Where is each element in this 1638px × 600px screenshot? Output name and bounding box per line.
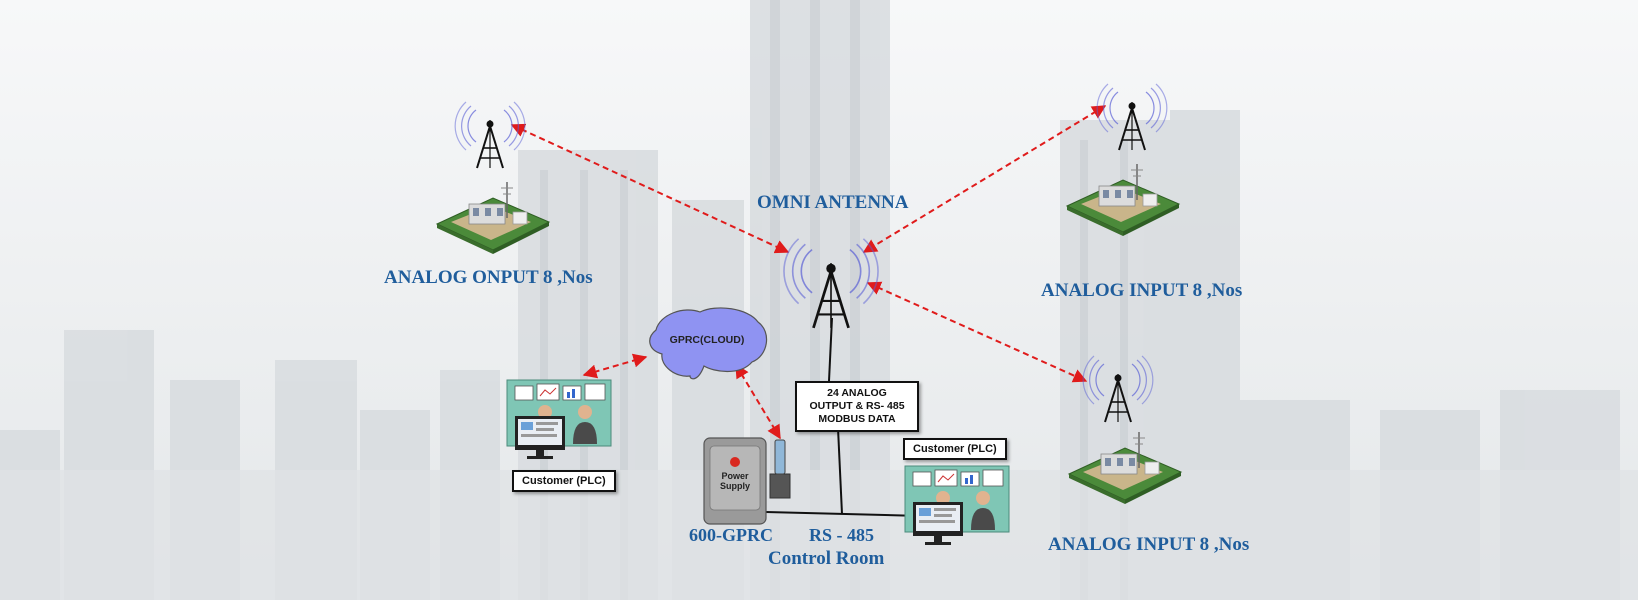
site-top-right-label: ANALOG INPUT 8 ,Nos [1041,280,1243,301]
power-supply-line1: Power [721,471,749,481]
data-box-line2: OUTPUT & RS- 485 [809,400,905,412]
site-left-label: ANALOG ONPUT 8 ,Nos [384,267,593,288]
site-bottom-right-label: ANALOG INPUT 8 ,Nos [1048,534,1250,555]
customer-plc-right: Customer (PLC) [903,438,1007,460]
power-supply-line2: Supply [720,481,750,491]
cloud-shape [649,307,768,380]
bus-label: RS - 485 [809,525,875,545]
gprs-cloud: GPRC(CLOUD) [649,307,768,380]
power-led-icon [730,457,740,467]
data-box: 24 ANALOG OUTPUT & RS- 485 MODBUS DATA [795,381,919,432]
data-box-line1: 24 ANALOG [827,387,887,399]
data-box-line3: MODBUS DATA [818,413,896,425]
control-room-label: Control Room [768,548,885,569]
power-supply: Power Supply [703,437,791,525]
cloud-label: GPRC(CLOUD) [670,334,745,346]
device-label: 600-GPRC [689,525,773,545]
omni-antenna-label: OMNI ANTENNA [757,192,909,213]
customer-plc-left: Customer (PLC) [512,470,616,492]
gprs-modem-antenna-icon [774,439,786,475]
